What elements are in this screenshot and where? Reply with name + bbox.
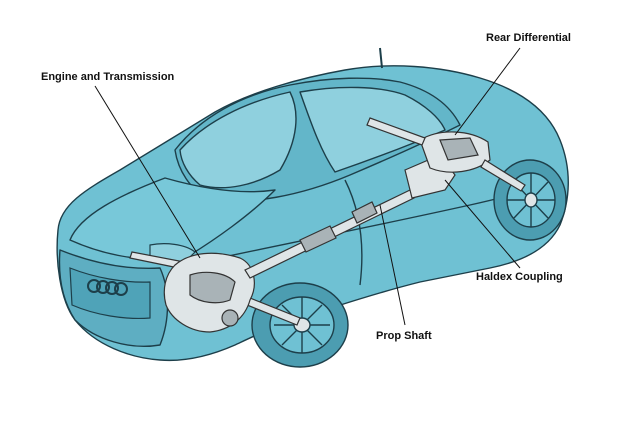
leader-prop-shaft [379,204,406,326]
drivetrain [129,117,526,333]
rear-axle [366,117,426,146]
front-wheel [251,282,349,368]
front-grille [69,267,151,320]
side-window [299,86,446,173]
label-engine-and-transmission: Engine and Transmission [41,71,175,83]
leader-lines [94,47,521,326]
label-prop-shaft: Prop Shaft [376,330,432,342]
leader-engine [94,85,201,259]
windshield [179,91,297,189]
label-rear-differential: Rear Differential [486,32,571,44]
leader-haldex [444,179,521,269]
leader-rear-differential [454,47,521,136]
four-rings-logo [87,279,128,296]
antenna [379,47,383,69]
label-haldex-coupling: Haldex Coupling [476,271,563,283]
